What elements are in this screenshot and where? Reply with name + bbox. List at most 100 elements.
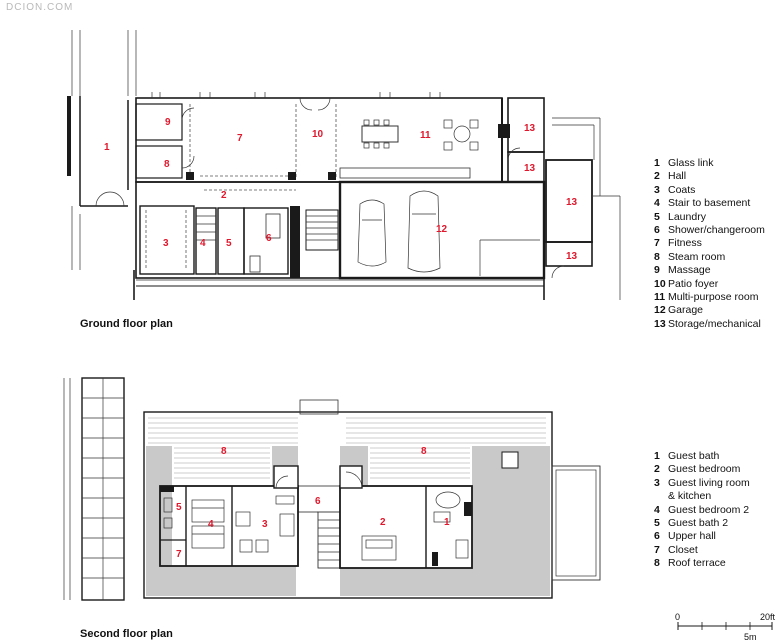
legend-label: Guest living room: [668, 476, 750, 489]
legend-label: Upper hall: [668, 530, 716, 543]
ground-floor-title: Ground floor plan: [80, 318, 173, 330]
legend-number: 13: [654, 317, 666, 330]
legend-number: 8: [654, 250, 660, 263]
second-floor-plan: 1 2 3 4 5 6 7 8 8: [63, 377, 601, 601]
legend-row: 3 Coats: [654, 184, 765, 197]
room-8: 8: [164, 159, 170, 170]
legend-label: Glass link: [668, 157, 714, 169]
room-13a: 13: [524, 123, 536, 134]
legend-number: 4: [654, 197, 660, 210]
legend-row: & kitchen: [654, 490, 750, 503]
room-8-roof-terrace-right: 8: [421, 446, 427, 457]
legend-row: 9 Massage: [654, 264, 765, 277]
legend-number: 11: [654, 291, 666, 304]
ground-floor-legend: 1 Glass link 2 Hall 3 Coats 4 Stair to basement…: [654, 157, 765, 331]
legend-number: 12: [654, 304, 666, 317]
second-floor-legend: 1 Guest bath 2 Guest bedroom 3 Guest living r…: [654, 450, 750, 571]
room-13c: 13: [566, 197, 578, 208]
legend-number: 5: [654, 210, 660, 223]
legend-label: Guest bath 2: [668, 517, 729, 530]
room-4: 4: [200, 238, 206, 249]
legend-number: 3: [654, 183, 660, 196]
room-5: 5: [226, 238, 232, 249]
room-2-guest-bedroom: 2: [380, 517, 386, 528]
room-8-roof-terrace-left: 8: [221, 446, 227, 457]
legend-label: Fitness: [668, 237, 702, 250]
room-4-guest-bedroom-2: 4: [208, 519, 214, 530]
legend-row: 4 Stair to basement: [654, 197, 765, 210]
room-10: 10: [312, 129, 324, 140]
room-9: 9: [165, 117, 171, 128]
room-13d: 13: [566, 251, 578, 262]
legend-number: 3: [654, 476, 660, 489]
legend-row: 1 Glass link: [654, 157, 765, 170]
legend-label: Patio foyer: [668, 277, 719, 290]
room-5-guest-bath-2: 5: [176, 502, 182, 513]
legend-number: 1: [654, 450, 660, 462]
room-6: 6: [266, 233, 272, 244]
second-floor-title: Second floor plan: [80, 628, 173, 640]
room-6-upper-hall: 6: [315, 496, 321, 507]
room-11: 11: [420, 130, 431, 141]
legend-row: 7 Fitness: [654, 237, 765, 250]
legend-number: 6: [654, 530, 660, 543]
ground-floor-plan: 1 2 3 4 5 6 7 8 9 10 11 12 13 13 13 13: [67, 30, 621, 300]
legend-row: 2 Hall: [654, 170, 765, 183]
legend-label: Roof terrace: [668, 557, 726, 570]
legend-number: 10: [654, 277, 666, 290]
room-12: 12: [436, 224, 448, 235]
legend-row: 5 Guest bath 2: [654, 517, 750, 530]
scale-right-label: 20ft: [760, 612, 776, 622]
legend-label: Stair to basement: [668, 197, 751, 210]
room-3: 3: [163, 238, 169, 249]
legend-label: Guest bedroom 2: [668, 503, 750, 516]
legend-number: 2: [654, 463, 660, 476]
legend-row: 4 Guest bedroom 2: [654, 504, 750, 517]
legend-label: & kitchen: [668, 490, 712, 503]
legend-number: 9: [654, 264, 660, 277]
legend-label: Hall: [668, 170, 687, 183]
legend-number: [654, 490, 668, 503]
room-7: 7: [237, 133, 243, 144]
legend-label: Storage/mechanical: [668, 317, 761, 330]
legend-label: Guest bath: [668, 450, 720, 462]
legend-number: 5: [654, 517, 660, 530]
legend-label: Coats: [668, 183, 696, 196]
legend-row: 2 Guest bedroom: [654, 463, 750, 476]
room-1-guest-bath: 1: [444, 517, 450, 528]
legend-number: 7: [654, 237, 660, 250]
legend-row: 6 Upper hall: [654, 530, 750, 543]
legend-row: 1 Guest bath: [654, 450, 750, 463]
room-2: 2: [221, 190, 227, 201]
legend-number: 1: [654, 157, 660, 169]
room-3-guest-living: 3: [262, 519, 268, 530]
scale-bar: [677, 622, 773, 630]
scale-left-label: 0: [675, 612, 681, 622]
legend-label: Shower/changeroom: [668, 224, 765, 237]
legend-label: Massage: [668, 264, 711, 277]
legend-label: Guest bedroom: [668, 463, 741, 476]
legend-row: 7 Closet: [654, 544, 750, 557]
legend-label: Steam room: [668, 250, 726, 263]
legend-row: 3 Guest living room: [654, 477, 750, 490]
legend-number: 2: [654, 170, 660, 183]
room-1: 1: [104, 142, 110, 153]
legend-number: 8: [654, 557, 660, 570]
room-13b: 13: [524, 163, 536, 174]
scale-bottom-label: 5m: [744, 632, 757, 642]
legend-number: 7: [654, 543, 660, 556]
legend-label: Garage: [668, 304, 704, 317]
legend-row: 8 Roof terrace: [654, 557, 750, 570]
legend-number: 4: [654, 503, 660, 516]
room-7-closet: 7: [176, 549, 182, 560]
legend-row: 8 Steam room: [654, 251, 765, 264]
legend-label: Closet: [668, 543, 698, 556]
watermark: DCION.COM: [6, 2, 74, 13]
